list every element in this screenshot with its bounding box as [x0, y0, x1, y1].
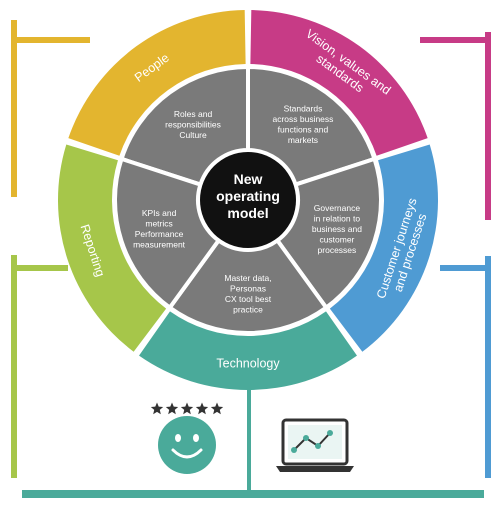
bracket-customer [440, 256, 491, 478]
bottom-section [22, 368, 484, 498]
inner-label-line: Standards [284, 104, 323, 114]
inner-label-line: customer [319, 234, 354, 244]
inner-label-line: Governance [314, 203, 361, 213]
inner-label-line: KPIs and [142, 208, 177, 218]
inner-label-line: functions and [278, 125, 329, 135]
smiley-face-icon [158, 416, 216, 474]
star-icon [210, 402, 224, 415]
outer-label-line: Technology [216, 357, 280, 371]
inner-label-line: measurement [133, 240, 186, 250]
center-label-line: model [227, 205, 268, 221]
outer-segment-people [68, 10, 246, 156]
five-star-rating-icon [150, 402, 224, 415]
outer-segment-technology [139, 311, 357, 391]
inner-segment-customer [274, 156, 383, 311]
inner-label-line: Master data, [224, 273, 271, 283]
outer-label-technology: Technology [216, 357, 280, 371]
center-label-line: operating [216, 188, 280, 204]
inner-label-line: Culture [179, 130, 207, 140]
inner-segment-people [118, 64, 250, 188]
inner-label-line: CX tool best [225, 294, 272, 304]
inner-label-line: Personas [230, 283, 266, 293]
inner-label-line: across business [272, 114, 333, 124]
outer-segment-reporting [57, 144, 167, 352]
inner-segment-reporting [113, 156, 222, 311]
inner-label-line: Performance [135, 229, 184, 239]
inner-label-line: processes [318, 245, 357, 255]
side-brackets [11, 20, 491, 478]
bracket-vision [420, 32, 491, 220]
center-label-line: New [234, 171, 263, 187]
bracket-people [11, 20, 90, 197]
star-icon [180, 402, 194, 415]
star-icon [165, 402, 179, 415]
bracket-reporting [11, 255, 68, 478]
bottom-bar [22, 490, 484, 498]
outer-segment-vision [250, 10, 428, 156]
inner-label-line: in relation to [314, 213, 361, 223]
center-circle [200, 152, 296, 248]
inner-label-line: Roles and [174, 109, 213, 119]
inner-label-line: business and [312, 224, 362, 234]
laptop-line-chart-icon [276, 418, 354, 472]
star-icon [150, 402, 164, 415]
inner-label-line: metrics [145, 219, 172, 229]
inner-label-line: practice [233, 304, 263, 314]
inner-segment-vision [246, 64, 378, 188]
inner-segment-technology [167, 237, 329, 335]
inner-label-line: markets [288, 135, 318, 145]
outer-segment-customer [329, 144, 439, 352]
star-icon [195, 402, 209, 415]
inner-label-line: responsibilities [165, 119, 221, 129]
